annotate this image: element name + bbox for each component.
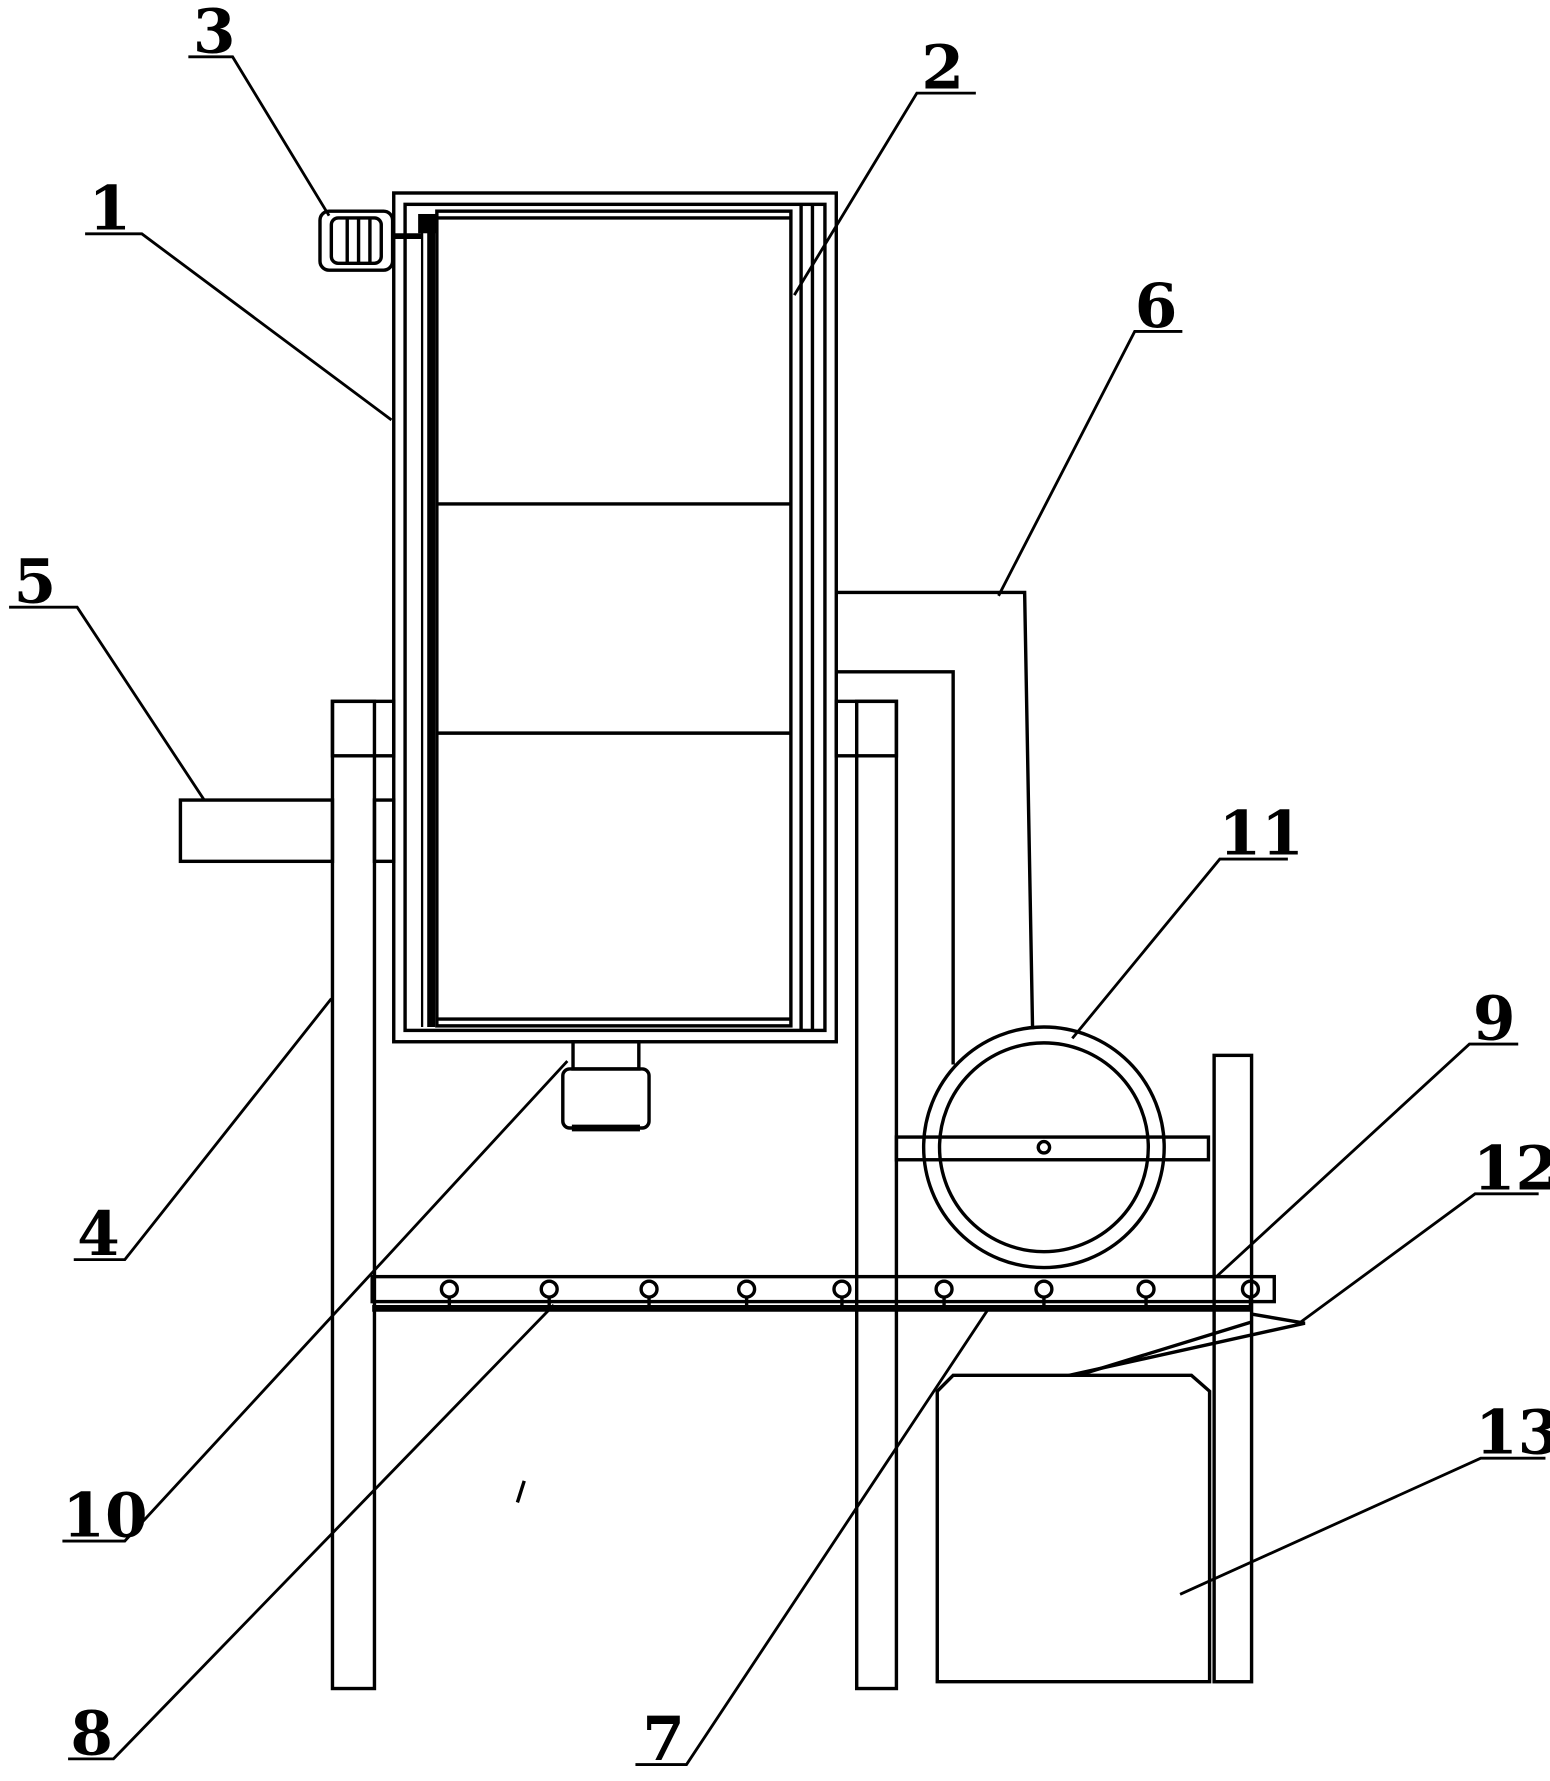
stray-mark bbox=[515, 1480, 526, 1503]
rollers bbox=[439, 1279, 1261, 1306]
inner-drum bbox=[435, 204, 815, 1031]
exhaust-pipes bbox=[836, 590, 1035, 1065]
callout-7: 7 bbox=[642, 1703, 685, 1775]
chute bbox=[1068, 1312, 1306, 1378]
roller-7 bbox=[1034, 1279, 1054, 1299]
callout-11: 11 bbox=[1219, 798, 1304, 870]
roller-6 bbox=[934, 1279, 954, 1299]
callout-4: 4 bbox=[77, 1198, 120, 1270]
callout-5: 5 bbox=[14, 546, 57, 618]
top-motor bbox=[318, 209, 423, 272]
roller-4 bbox=[736, 1279, 757, 1299]
callout-1: 1 bbox=[89, 172, 132, 244]
leader-lines bbox=[9, 55, 1546, 1766]
callout-10: 10 bbox=[62, 1479, 147, 1551]
roller-8 bbox=[1136, 1279, 1156, 1299]
callout-6: 6 bbox=[1135, 270, 1178, 342]
callout-8: 8 bbox=[70, 1697, 113, 1769]
callout-3: 3 bbox=[193, 0, 236, 67]
callout-9: 9 bbox=[1473, 982, 1516, 1054]
roller-2 bbox=[539, 1279, 559, 1299]
callout-2: 2 bbox=[921, 32, 964, 104]
collection-box bbox=[935, 1373, 1212, 1684]
inlet-tube bbox=[178, 798, 396, 864]
roller-3 bbox=[639, 1279, 659, 1299]
callout-12: 12 bbox=[1473, 1132, 1550, 1204]
conveyor bbox=[370, 1274, 1276, 1312]
rack-shaft bbox=[418, 213, 438, 1028]
callout-labels: 1 2 3 4 5 6 7 8 9 10 11 12 13 bbox=[14, 0, 1550, 1775]
callout-13: 13 bbox=[1475, 1397, 1550, 1469]
roller-5 bbox=[832, 1279, 852, 1299]
tank-body bbox=[392, 191, 838, 1044]
bottom-motor bbox=[561, 1040, 651, 1132]
roller-1 bbox=[439, 1279, 459, 1299]
right-post bbox=[1212, 1053, 1254, 1684]
ring-assembly bbox=[894, 1025, 1211, 1270]
support-frame bbox=[330, 699, 899, 1691]
